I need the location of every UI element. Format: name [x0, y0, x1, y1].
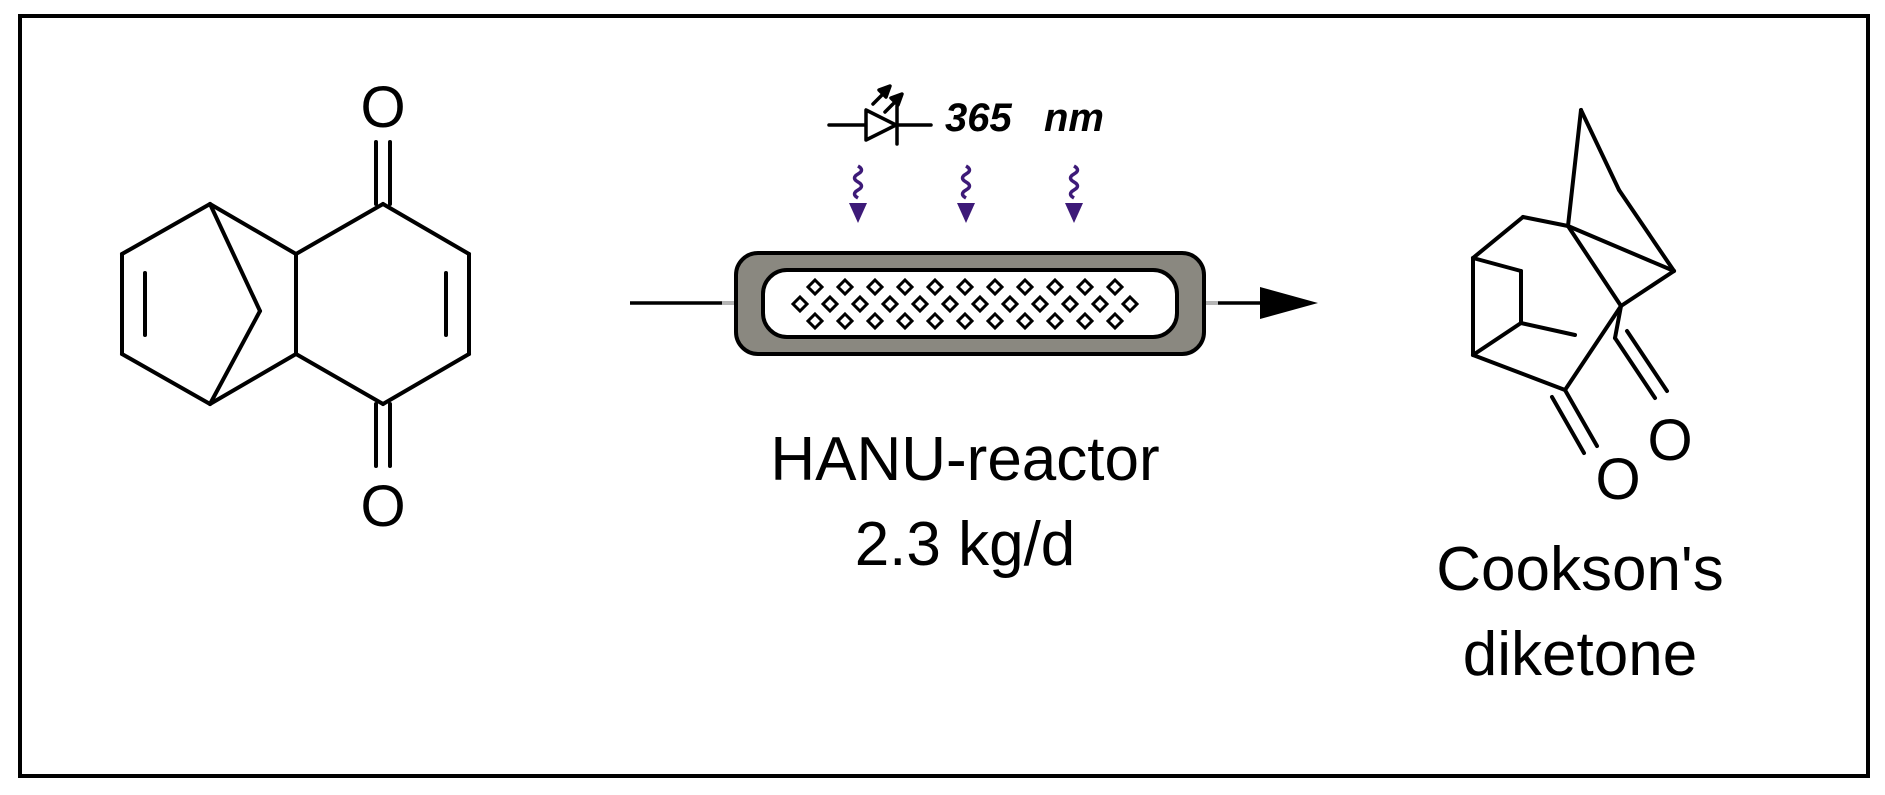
static-mixer-diamond — [820, 294, 840, 314]
static-mixer-diamond — [790, 294, 810, 314]
static-mixer-diamond — [1015, 311, 1035, 331]
product-oxygen-right: O — [1647, 408, 1692, 473]
static-mixer-diamond — [1075, 277, 1095, 297]
static-mixer-diamond — [1105, 311, 1125, 331]
static-mixer-diamond — [880, 294, 900, 314]
static-mixer-diamond — [865, 311, 885, 331]
light-arrow-left-icon — [849, 164, 867, 223]
static-mixer-diamond — [1090, 294, 1110, 314]
led-icon — [827, 84, 933, 146]
reactor-name: HANU-reactor — [770, 425, 1159, 494]
static-mixer-diamond — [805, 311, 825, 331]
static-mixer-diamond — [1030, 294, 1050, 314]
light-arrow-middle-icon — [957, 164, 975, 223]
static-mixer-diamond — [835, 277, 855, 297]
static-mixer-diamond — [1015, 277, 1035, 297]
static-mixer-diamond — [925, 311, 945, 331]
static-mixer-diamond — [805, 277, 825, 297]
static-mixer-diamond — [985, 311, 1005, 331]
static-mixer-diamond — [850, 294, 870, 314]
product-name-line1: Cookson's — [1436, 535, 1724, 604]
static-mixer-diamond — [1045, 311, 1065, 331]
light-arrow-right-icon — [1065, 164, 1083, 223]
static-mixer-pattern — [790, 277, 1140, 331]
scheme-frame — [18, 14, 1870, 778]
hanu-reactor-icon — [734, 251, 1206, 356]
product-structure — [1471, 108, 1676, 455]
starting-material-oxygen-top: O — [360, 75, 405, 140]
static-mixer-diamond — [1000, 294, 1020, 314]
static-mixer-diamond — [865, 277, 885, 297]
starting-material-structure — [120, 140, 471, 468]
static-mixer-diamond — [1105, 277, 1125, 297]
static-mixer-diamond — [895, 311, 915, 331]
static-mixer-diamond — [940, 294, 960, 314]
static-mixer-diamond — [955, 311, 975, 331]
starting-material-oxygen-bottom: O — [360, 474, 405, 539]
static-mixer-diamond — [970, 294, 990, 314]
static-mixer-diamond — [925, 277, 945, 297]
reactor-throughput: 2.3 kg/d — [855, 510, 1076, 579]
static-mixer-diamond — [955, 277, 975, 297]
product-name-line2: diketone — [1463, 620, 1697, 689]
static-mixer-diamond — [1120, 294, 1140, 314]
static-mixer-diamond — [1045, 277, 1065, 297]
static-mixer-diamond — [835, 311, 855, 331]
static-mixer-diamond — [1075, 311, 1095, 331]
wavelength-value: 365 — [945, 96, 1012, 140]
product-oxygen-left: O — [1595, 447, 1640, 512]
static-mixer-diamond — [895, 277, 915, 297]
light-arrows — [849, 164, 1083, 223]
static-mixer-diamond — [1060, 294, 1080, 314]
reaction-arrowhead-icon — [1260, 287, 1318, 319]
static-mixer-diamond — [985, 277, 1005, 297]
wavelength-unit: nm — [1044, 96, 1104, 140]
static-mixer-diamond — [910, 294, 930, 314]
